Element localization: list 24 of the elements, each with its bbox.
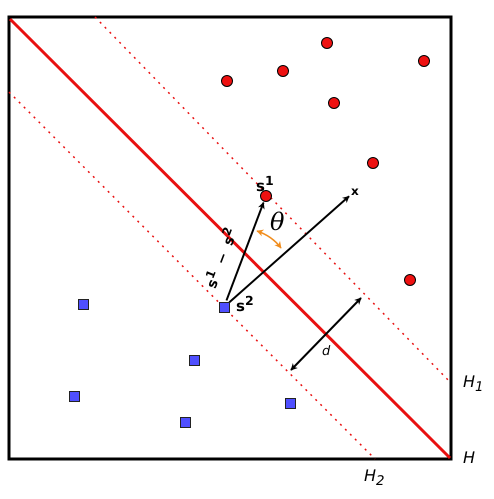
axis-label: d [322, 345, 330, 358]
arrow [228, 196, 350, 304]
data-point [221, 75, 233, 87]
arrow [226, 202, 265, 301]
data-point [78, 298, 88, 310]
data-point [218, 302, 230, 312]
data-point [260, 190, 272, 202]
data-point [180, 416, 190, 428]
data-point [277, 65, 289, 77]
axis-label: H$_{2}$ [364, 468, 385, 489]
data-point [284, 398, 296, 408]
axis-label: θ [270, 210, 284, 234]
data-point [321, 37, 333, 49]
point-label: s$^{1}$ [256, 175, 274, 194]
axis-label: H$_{1}$ [463, 374, 484, 395]
data-point [418, 55, 430, 67]
axis-label: H [463, 450, 476, 466]
point-label: s$^{2}$ [236, 295, 254, 314]
data-point [328, 97, 340, 109]
data-point [188, 354, 200, 366]
point-label: x [351, 185, 359, 197]
data-point [404, 274, 416, 286]
data-point [367, 157, 379, 169]
data-point [68, 390, 80, 402]
